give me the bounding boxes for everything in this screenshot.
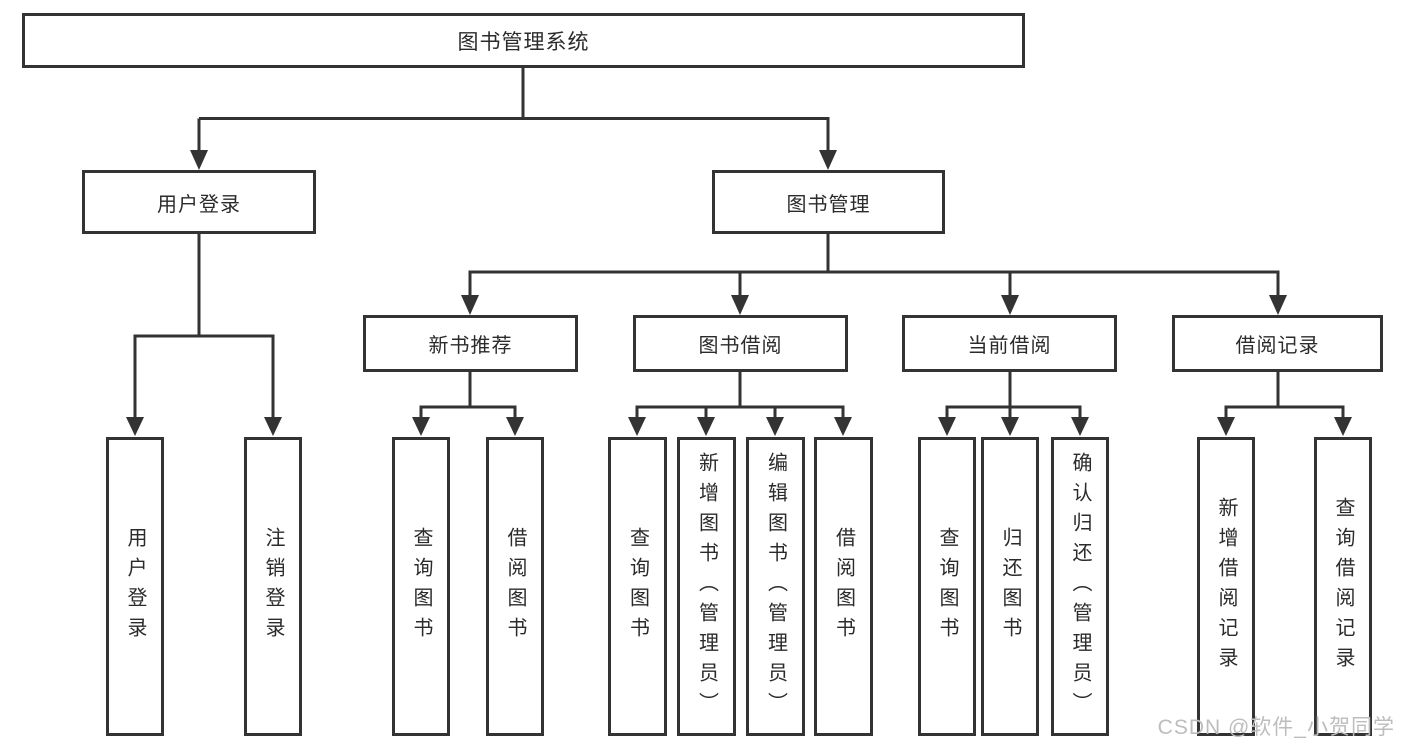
- node-root: 图书管理系统: [22, 13, 1025, 68]
- node-label: 查询借阅记录: [1332, 496, 1354, 677]
- node-label: 图书管理系统: [457, 30, 590, 54]
- arrow-down-icon: [819, 150, 837, 170]
- arrow-down-icon: [461, 295, 479, 315]
- leaf-borrow-books-borrowing: 借阅图书: [814, 437, 873, 736]
- node-new-book-recommend: 新书推荐: [363, 315, 578, 372]
- connector-root-branch: [190, 68, 837, 170]
- arrow-down-icon: [697, 417, 715, 436]
- connector-borrow-records-branch: [1217, 372, 1352, 436]
- node-label: 注销登录: [262, 526, 284, 647]
- node-label: 借阅记录: [1235, 335, 1320, 357]
- node-label: 新增借阅记录: [1215, 496, 1237, 677]
- leaf-search-books-borrowing: 查询图书: [608, 437, 667, 736]
- arrow-down-icon: [938, 417, 956, 436]
- arrow-down-icon: [190, 150, 208, 170]
- leaf-edit-book-admin: 编辑图书（管理员）: [746, 437, 805, 736]
- arrow-down-icon: [126, 417, 144, 436]
- node-label: 编辑图书（管理员）: [764, 451, 787, 722]
- arrow-down-icon: [264, 417, 282, 436]
- arrow-down-icon: [766, 417, 784, 436]
- connector-new-book-branch: [412, 372, 524, 436]
- arrow-down-icon: [731, 295, 749, 315]
- leaf-search-borrow-record: 查询借阅记录: [1314, 437, 1372, 736]
- arrow-down-icon: [1071, 417, 1089, 436]
- arrow-down-icon: [1217, 417, 1235, 436]
- leaf-logout: 注销登录: [244, 437, 302, 736]
- node-label: 借阅图书: [832, 526, 855, 647]
- arrow-down-icon: [1001, 295, 1019, 315]
- arrow-down-icon: [506, 417, 524, 436]
- connector-current-borrowing-branch: [938, 372, 1089, 436]
- connector-book-management-branch: [461, 234, 1287, 315]
- arrow-down-icon: [1001, 417, 1019, 436]
- leaf-confirm-return-admin: 确认归还（管理员）: [1051, 437, 1109, 736]
- leaf-add-book-admin: 新增图书（管理员）: [677, 437, 736, 736]
- node-label: 新书推荐: [428, 335, 513, 357]
- node-label: 当前借阅: [967, 335, 1052, 357]
- leaf-add-borrow-record: 新增借阅记录: [1197, 437, 1255, 736]
- arrow-down-icon: [1334, 417, 1352, 436]
- csdn-watermark: CSDN @软件_小贺同学: [1157, 716, 1395, 739]
- arrow-down-icon: [412, 417, 430, 436]
- node-label: 用户登录: [157, 193, 241, 216]
- node-user-login: 用户登录: [82, 170, 316, 234]
- node-label: 查询图书: [626, 526, 649, 647]
- node-label: 查询图书: [410, 526, 432, 647]
- node-label: 借阅图书: [504, 526, 526, 647]
- node-label: 用户登录: [124, 526, 146, 647]
- arrow-down-icon: [1269, 295, 1287, 315]
- leaf-return-books: 归还图书: [981, 437, 1039, 736]
- leaf-user-login: 用户登录: [106, 437, 164, 736]
- leaf-borrow-books-recommend: 借阅图书: [486, 437, 544, 736]
- arrow-down-icon: [834, 417, 852, 436]
- node-label: 查询图书: [936, 526, 958, 647]
- leaf-search-books-recommend: 查询图书: [392, 437, 450, 736]
- node-label: 确认归还（管理员）: [1069, 451, 1091, 722]
- connector-book-borrowing-branch: [628, 372, 852, 436]
- node-book-management: 图书管理: [712, 170, 945, 234]
- arrow-down-icon: [628, 417, 646, 436]
- node-label: 新增图书（管理员）: [695, 451, 718, 722]
- node-current-borrowing: 当前借阅: [902, 315, 1117, 372]
- node-label: 图书借阅: [698, 335, 783, 357]
- node-borrow-records: 借阅记录: [1172, 315, 1383, 372]
- node-book-borrowing: 图书借阅: [633, 315, 848, 372]
- leaf-search-books-current: 查询图书: [918, 437, 976, 736]
- node-label: 归还图书: [999, 526, 1021, 647]
- node-label: 图书管理: [786, 193, 871, 216]
- connector-user-login-branch: [126, 234, 282, 436]
